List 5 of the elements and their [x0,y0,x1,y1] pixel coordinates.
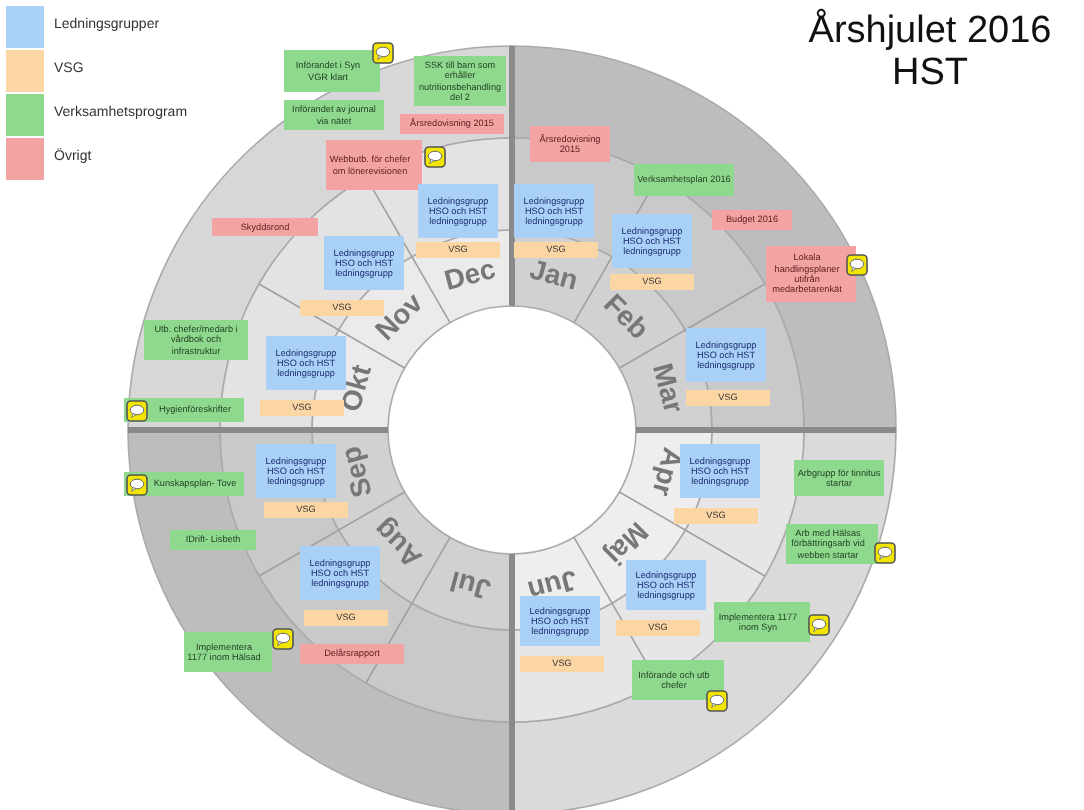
title: Årshjulet 2016 HST [806,12,1054,96]
month-label: Feb [597,286,656,345]
month-label: Jul [446,565,494,608]
month-label: Sep [333,442,378,501]
month-label: Mar [646,359,691,417]
